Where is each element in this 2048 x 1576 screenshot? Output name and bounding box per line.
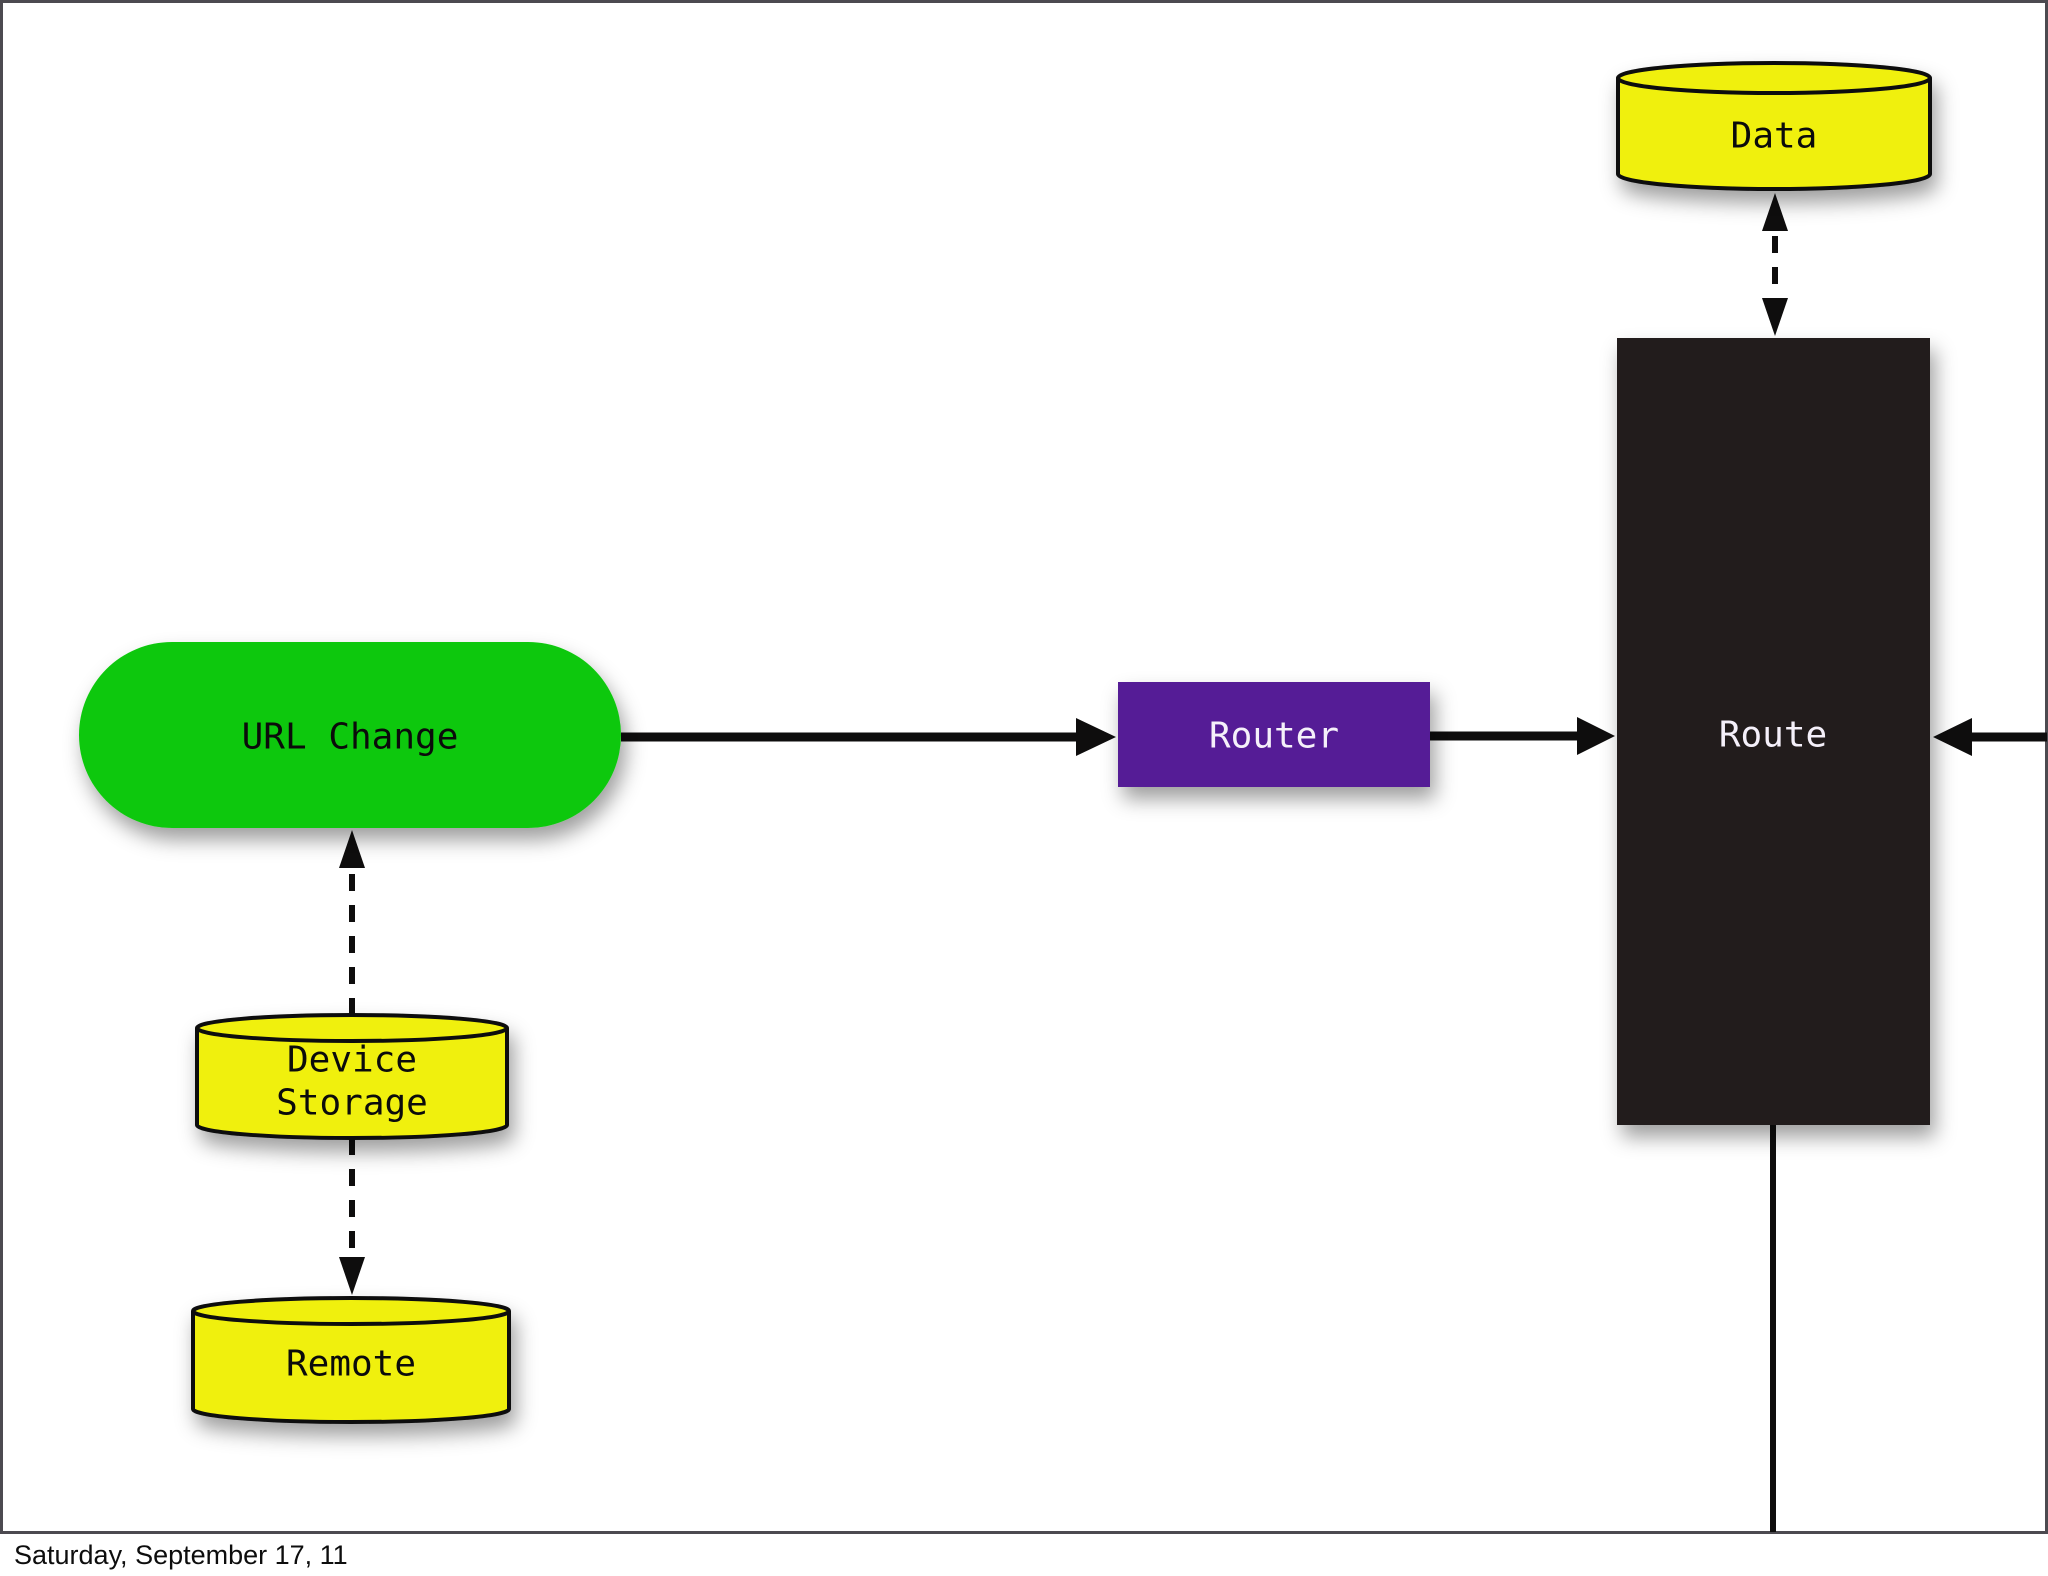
remote-label: Remote (286, 1344, 416, 1385)
device-storage-label-line2: Storage (276, 1083, 428, 1124)
router-node (1118, 682, 1430, 787)
arrow-urlchange-to-router (621, 718, 1116, 756)
route-label: Route (1719, 715, 1827, 756)
remote-cylinder (191, 1296, 511, 1424)
arrow-right-edge-to-route (1933, 718, 2047, 756)
device-storage-cylinder (195, 1013, 509, 1140)
footer-date: Saturday, September 17, 11 (14, 1540, 348, 1570)
data-label: Data (1731, 116, 1818, 157)
dashed-arrow-devicestorage-to-remote (339, 1138, 365, 1295)
device-storage-label-line1: Device (287, 1040, 417, 1081)
router-label: Router (1209, 716, 1339, 757)
dashed-arrow-data-route (1762, 193, 1788, 336)
route-node (1617, 338, 1930, 1125)
diagram-canvas: Route Router URL Change Data Device Stor… (0, 0, 2048, 1534)
data-cylinder (1616, 61, 1932, 191)
dashed-arrow-devicestorage-to-urlchange (339, 830, 365, 1014)
url-change-node (79, 642, 621, 828)
arrow-router-to-route (1430, 717, 1615, 755)
url-change-label: URL Change (242, 717, 459, 758)
